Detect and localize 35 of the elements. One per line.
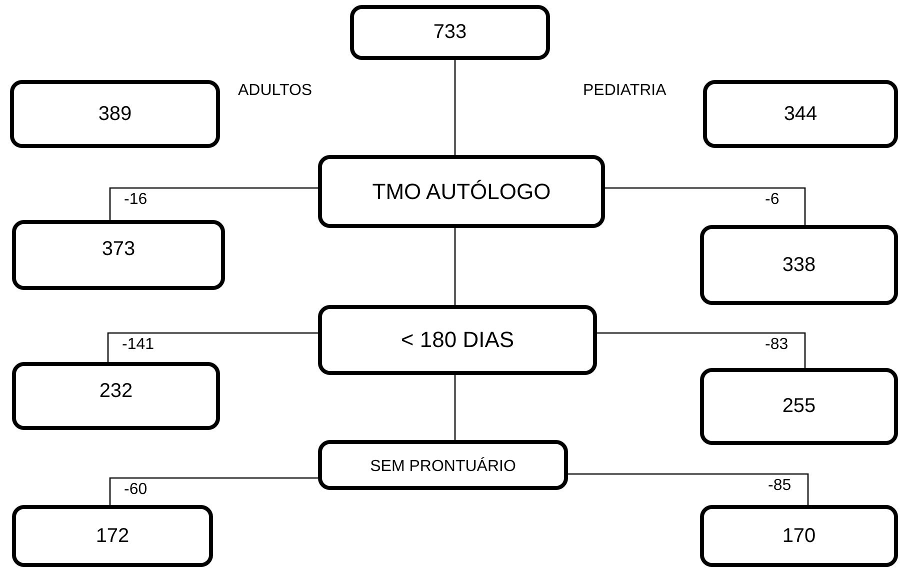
rounded-box [12,220,225,290]
connector-line [454,228,456,305]
box-text: 172 [96,524,130,548]
rounded-box [700,505,898,567]
rounded-box [318,305,597,375]
box-text: 170 [782,524,816,548]
rounded-box [350,5,550,60]
rounded-box [12,505,213,567]
box-text: 232 [99,380,133,403]
box-text: 344 [784,102,818,126]
connector-line [109,187,318,220]
connector-line [597,332,806,368]
rounded-box [10,80,220,148]
connector-line [454,375,456,440]
box-text: 338 [782,254,816,276]
rounded-box [318,440,568,490]
rounded-box [12,362,220,430]
connector-line [107,332,318,362]
rounded-box [700,225,898,305]
connector-line [605,187,806,225]
box-text: TMO AUTÓLOGO [372,178,551,204]
group-label: PEDIATRIA [583,82,666,100]
connector-line [109,477,318,505]
box-text: 255 [782,395,816,418]
connector-line [568,473,809,505]
connector-line [454,60,456,155]
box-text: 373 [102,238,136,261]
rounded-box [700,368,898,445]
box-text: 389 [98,102,132,126]
box-text: < 180 DIAS [400,327,514,353]
rounded-box [703,80,898,148]
box-text: 733 [433,21,467,44]
rounded-box [318,155,605,228]
box-text: SEM PRONTUÁRIO [370,458,516,476]
group-label: ADULTOS [238,82,312,100]
